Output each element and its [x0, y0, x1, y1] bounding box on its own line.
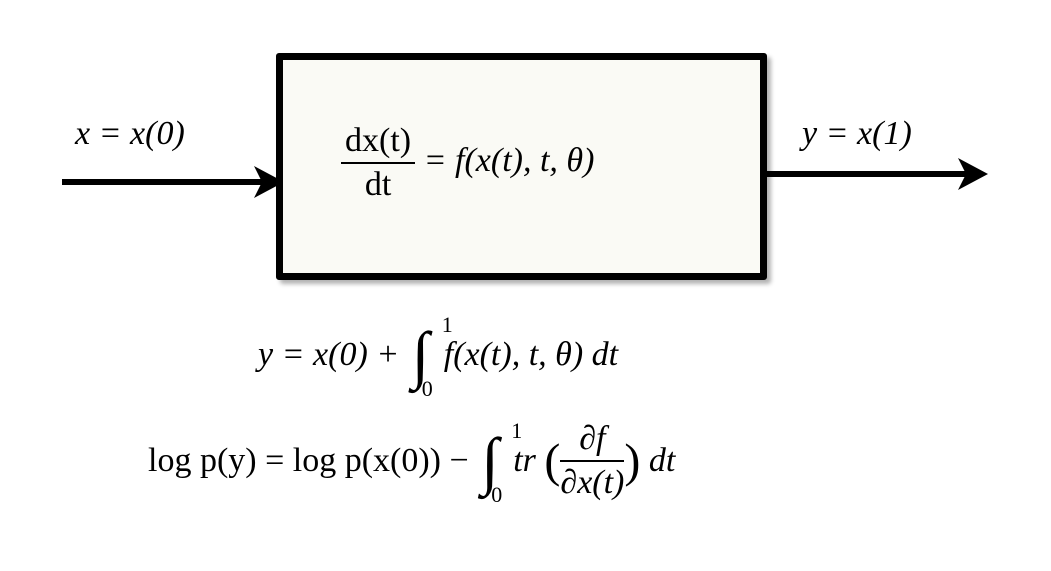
eq2-tail: dt: [648, 442, 676, 479]
output-label: y = x(1): [802, 115, 912, 152]
input-label: x = x(0): [75, 115, 185, 152]
derivative-fraction: dx(t) dt: [341, 122, 416, 204]
lower-limit: 0: [421, 376, 433, 401]
eq1-integrand: f(x(t), t, θ) dt: [443, 336, 619, 373]
ode-block: dx(t) dt = f(x(t), t, θ): [276, 53, 767, 280]
upper-limit: 1: [511, 418, 523, 443]
trace-operator: tr: [513, 442, 536, 479]
fraction-denominator: dt: [364, 166, 392, 203]
lower-limit: 0: [491, 482, 503, 507]
upper-limit: 1: [441, 312, 453, 337]
fraction-numerator: ∂f: [560, 420, 625, 462]
partial-fraction: ∂f ∂x(t): [560, 420, 625, 502]
fraction-numerator: dx(t): [341, 122, 416, 164]
eq1-lhs: y = x(0) +: [258, 336, 400, 373]
output-arrow: [767, 158, 988, 190]
input-arrow: [62, 166, 284, 198]
ode-rhs: = f(x(t), t, θ): [423, 141, 595, 179]
fraction-denominator: ∂x(t): [560, 464, 625, 501]
eq2-lhs: log p(y) = log p(x(0)) −: [148, 442, 469, 479]
ode-equation: dx(t) dt = f(x(t), t, θ): [341, 122, 594, 204]
